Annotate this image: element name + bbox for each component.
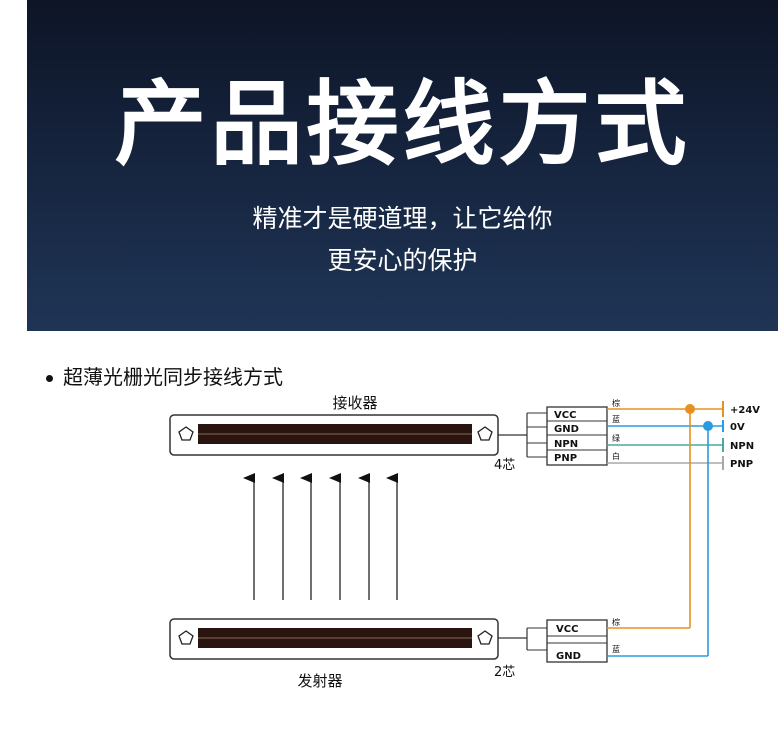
beam-arrows — [243, 473, 398, 600]
emitter-connector — [546, 619, 608, 663]
section-title: 超薄光栅光同步接线方式 — [46, 361, 283, 390]
junction-dot-blue — [703, 421, 713, 431]
receiver-wire-green-label: 绿 — [612, 434, 620, 443]
receiver-label: 接收器 — [332, 394, 377, 412]
emitter-bar — [169, 618, 499, 660]
emitter-pin-gnd: GND — [556, 651, 581, 662]
receiver-connector — [546, 406, 608, 466]
output-pnp-label: PNP — [730, 459, 753, 470]
banner-subtitle-line2: 更安心的保护 — [327, 246, 478, 275]
pentagon-icon — [178, 630, 194, 645]
receiver-bar — [169, 414, 499, 456]
emitter-cable — [498, 627, 547, 651]
receiver-pin-npn: NPN — [554, 439, 578, 450]
header-banner: 产品接线方式 精准才是硬道理，让它给你 更安心的保护 — [27, 0, 778, 331]
power-0v-label: 0V — [730, 422, 745, 433]
bullet-dot-icon — [46, 375, 53, 382]
pentagon-icon — [477, 426, 493, 441]
emitter-pin-vcc: VCC — [556, 624, 578, 635]
banner-subtitle-line1: 精准才是硬道理，让它给你 — [252, 204, 553, 233]
receiver-pin-vcc: VCC — [554, 410, 576, 421]
receiver-wire-brown-label: 棕 — [612, 398, 620, 408]
power-plus24-label: +24V — [730, 405, 760, 416]
receiver-wire-blue-label: 蓝 — [612, 414, 620, 424]
section-title-text: 超薄光栅光同步接线方式 — [63, 365, 283, 389]
receiver-wire-white-label: 白 — [612, 451, 620, 461]
emitter-label: 发射器 — [297, 672, 342, 690]
banner-title: 产品接线方式 — [114, 71, 691, 178]
emitter-wire-blue-label: 蓝 — [612, 644, 620, 654]
receiver-pin-gnd: GND — [554, 424, 579, 435]
junction-dot-brown — [685, 404, 695, 414]
receiver-cable — [498, 412, 547, 458]
pentagon-icon — [178, 426, 194, 441]
emitter-wire-brown-label: 棕 — [612, 617, 620, 627]
receiver-pin-pnp: PNP — [554, 453, 577, 464]
output-npn-label: NPN — [730, 441, 754, 452]
pentagon-icon — [477, 630, 493, 645]
emitter-cores-label: 2芯 — [494, 665, 515, 680]
receiver-cores-label: 4芯 — [494, 458, 515, 473]
